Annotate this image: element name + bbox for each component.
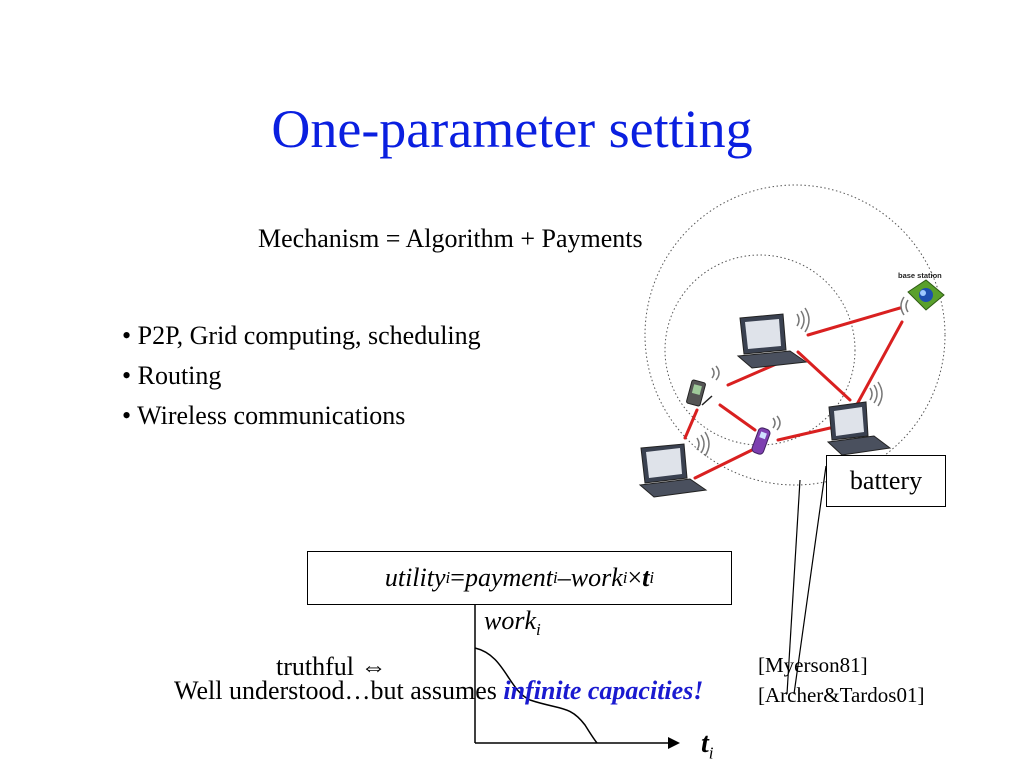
- formula-equals: =: [450, 563, 465, 592]
- laptop-icon: [826, 401, 892, 456]
- formula-times: ×: [627, 563, 643, 592]
- formula-subscript: i: [445, 568, 451, 587]
- base-station-icon: [907, 279, 945, 311]
- work-curve: [474, 647, 598, 744]
- laptop-icon: [736, 313, 808, 369]
- formula-payment: payment: [464, 563, 554, 592]
- reference-item: [Myerson81]: [758, 653, 868, 677]
- pointer-line: [793, 465, 827, 695]
- network-links: [683, 306, 904, 480]
- pda-icon: [686, 379, 713, 407]
- base-station-label: base station: [898, 271, 942, 280]
- range-circle-outer: [644, 184, 946, 486]
- well-emphasis: infinite capacities!: [503, 676, 704, 705]
- battery-label: battery: [849, 466, 923, 495]
- x-axis-arrow: [668, 737, 680, 749]
- formula-minus: –: [557, 563, 571, 592]
- formula-subscript: i: [649, 568, 655, 587]
- truthful-text: truthful ⇔: [276, 652, 387, 681]
- formula-t: t: [642, 563, 650, 592]
- references: [Myerson81] [Archer&Tardos01]: [758, 650, 924, 710]
- x-axis-label-text: t: [701, 728, 709, 759]
- slide-title: One-parameter setting: [271, 99, 753, 159]
- laptop-icon: [638, 443, 708, 498]
- subtitle: Mechanism = Algorithm + Payments: [258, 224, 643, 253]
- pointer-line: [786, 479, 801, 695]
- formula-utility: utility: [384, 563, 446, 592]
- y-axis-label-sub: i: [536, 620, 541, 640]
- well-understood-text: Well understood…but assumes infinite cap…: [174, 676, 703, 706]
- well-text: Well understood…but assumes: [174, 676, 504, 705]
- mobile-phone-icon: [751, 427, 771, 455]
- reference-item: [Archer&Tardos01]: [758, 683, 925, 707]
- formula-work: work: [570, 563, 623, 592]
- bullet-item: • Routing: [122, 361, 222, 390]
- formula-subscript: i: [553, 568, 558, 587]
- bullet-item: • Wireless communications: [122, 401, 406, 430]
- battery-label-box: battery: [826, 455, 946, 507]
- y-axis-label: worki: [484, 606, 541, 640]
- bullet-item: • P2P, Grid computing, scheduling: [122, 321, 481, 350]
- x-axis-label-sub: i: [708, 743, 714, 763]
- formula-subscript: i: [622, 568, 628, 587]
- y-axis-label-text: work: [484, 606, 536, 635]
- signal-icon: [696, 296, 909, 457]
- x-axis-label: ti: [701, 728, 714, 764]
- bullet-list: • P2P, Grid computing, scheduling • Rout…: [122, 316, 481, 436]
